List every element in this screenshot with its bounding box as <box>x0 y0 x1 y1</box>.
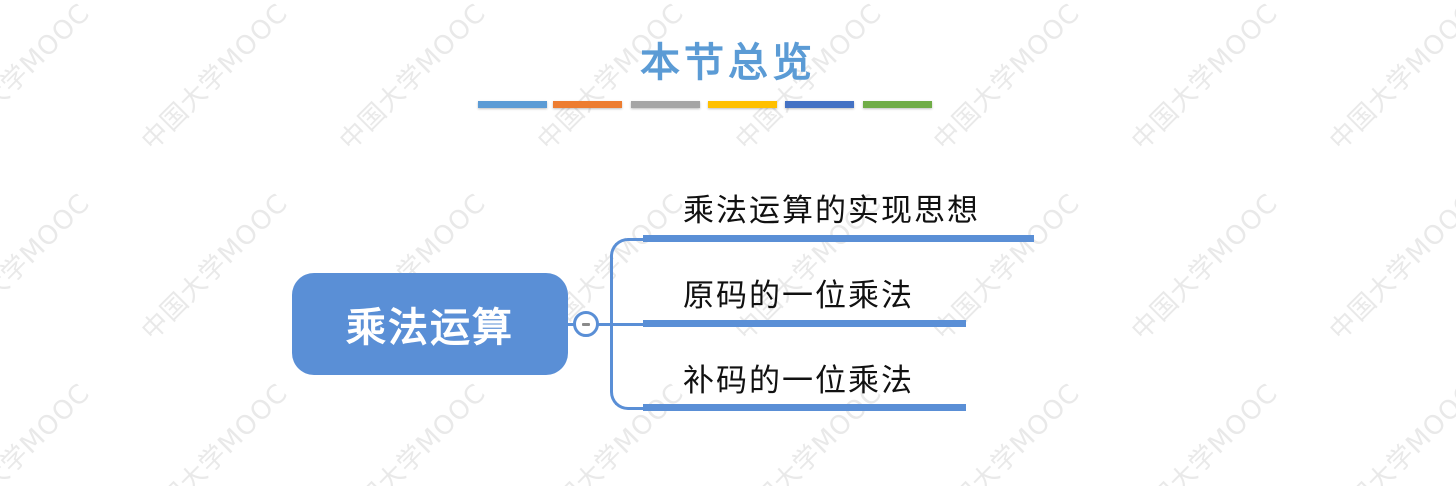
color-bar-4 <box>708 101 777 108</box>
mindmap-root-node[interactable]: 乘法运算 <box>292 273 568 375</box>
branch-underline <box>643 320 966 327</box>
watermark-text: 中国大学MOOC <box>1324 378 1456 486</box>
watermark-text: 中国大学MOOC <box>136 378 295 486</box>
watermark-text: 中国大学MOOC <box>1126 378 1285 486</box>
root-node-label: 乘法运算 <box>346 305 514 351</box>
watermark-text: 中国大学MOOC <box>1126 188 1285 347</box>
color-bar-2 <box>553 101 622 108</box>
branch-node-label[interactable]: 补码的一位乘法 <box>683 363 914 399</box>
branch-underline <box>643 235 1034 242</box>
minus-circle-icon[interactable] <box>573 311 599 337</box>
watermark-text: 中国大学MOOC <box>0 378 97 486</box>
watermark-text: 中国大学MOOC <box>0 188 97 347</box>
branch-node-label[interactable]: 乘法运算的实现思想 <box>683 193 980 229</box>
watermark-text: 中国大学MOOC <box>334 378 493 486</box>
root-connector <box>568 323 574 326</box>
color-bar-1 <box>478 101 547 108</box>
branch-underline <box>643 404 966 411</box>
color-bar-5 <box>785 101 854 108</box>
watermark-text: 中国大学MOOC <box>928 378 1087 486</box>
branch-bracket-line <box>610 238 644 410</box>
branch-node-label[interactable]: 原码的一位乘法 <box>683 278 914 314</box>
color-bar-6 <box>863 101 932 108</box>
page-title: 本节总览 <box>640 39 816 86</box>
watermark-text: 中国大学MOOC <box>136 188 295 347</box>
branch-connector <box>598 323 613 326</box>
color-bar-3 <box>631 101 700 108</box>
middle-branch-connector <box>612 323 644 326</box>
watermark-text: 中国大学MOOC <box>1324 188 1456 347</box>
minus-glyph <box>582 323 590 326</box>
